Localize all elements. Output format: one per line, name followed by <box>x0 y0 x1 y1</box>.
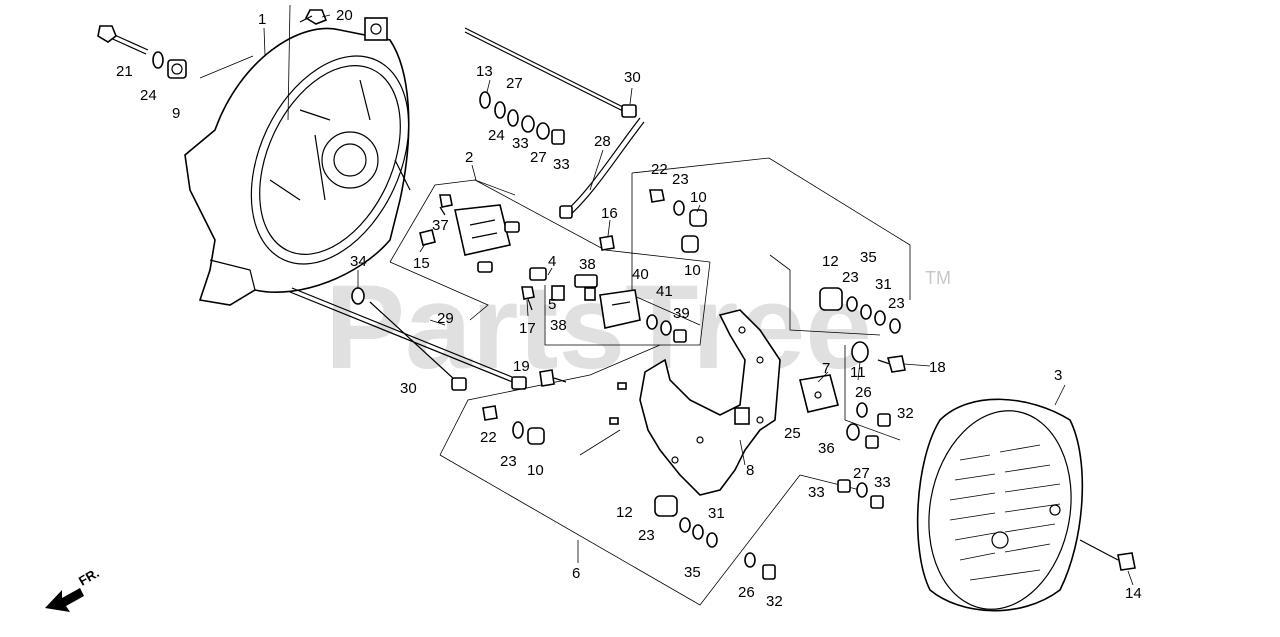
callout-label: 9 <box>172 105 180 122</box>
callout-label: 16 <box>601 205 618 222</box>
alternator-housing <box>184 17 411 306</box>
callout-label: 1 <box>258 11 266 28</box>
callout-label: 10 <box>684 262 701 279</box>
hardware-lower-left <box>482 405 545 445</box>
screw-19 <box>539 369 567 387</box>
callout-label: 22 <box>480 429 497 446</box>
front-direction-label: FR. <box>76 565 102 588</box>
through-bolt-upper <box>464 27 637 118</box>
washer-34 <box>351 287 365 305</box>
bolt-20 <box>299 9 328 25</box>
callout-label: 14 <box>1125 585 1142 602</box>
callout-label: 34 <box>350 253 367 270</box>
callout-label: 19 <box>513 358 530 375</box>
callout-label: 18 <box>929 359 946 376</box>
callout-label: 12 <box>616 504 633 521</box>
callout-label: 4 <box>548 253 556 270</box>
hardware-middle-right <box>846 402 891 449</box>
connector-block <box>419 194 520 273</box>
clip <box>609 417 619 425</box>
trademark-mark: TM <box>925 268 951 288</box>
bolt-21-assembly <box>97 25 187 79</box>
callout-label: 41 <box>656 283 673 300</box>
callout-label: 3 <box>1054 367 1062 384</box>
callout-label: 8 <box>746 462 754 479</box>
hardware-stack-upper <box>479 91 565 145</box>
callout-label: 17 <box>519 320 536 337</box>
mounting-bracket <box>639 309 781 496</box>
callout-label: 33 <box>874 474 891 491</box>
callout-label: 38 <box>550 317 567 334</box>
callout-label: 36 <box>818 440 835 457</box>
callout-label: 22 <box>651 161 668 178</box>
callout-label: 39 <box>673 305 690 322</box>
callout-label: 23 <box>638 527 655 544</box>
callout-label: 2 <box>465 149 473 166</box>
cable-tie <box>559 117 645 219</box>
callout-label: 15 <box>413 255 430 272</box>
callout-label: 5 <box>548 296 556 313</box>
callout-label: 20 <box>336 7 353 24</box>
callout-label: 31 <box>875 276 892 293</box>
callout-label: 13 <box>476 63 493 80</box>
callout-label: 27 <box>853 465 870 482</box>
front-direction-arrow: FR. <box>45 565 102 612</box>
callout-label: 33 <box>553 156 570 173</box>
hardware-lower-right <box>837 479 884 509</box>
callout-label: 12 <box>822 253 839 270</box>
callout-label: 32 <box>766 593 783 610</box>
callout-label: 6 <box>572 565 580 582</box>
callout-label: 37 <box>432 217 449 234</box>
callout-labels: 1 20 21 24 9 13 27 24 33 27 33 30 2 28 2… <box>116 7 1142 610</box>
callout-label: 23 <box>500 453 517 470</box>
callout-label: 24 <box>488 127 505 144</box>
callout-label: 31 <box>708 505 725 522</box>
callout-label: 23 <box>888 295 905 312</box>
terminal-assembly <box>521 267 687 343</box>
spacer <box>617 382 627 390</box>
callout-label: 35 <box>860 249 877 266</box>
leader-lines <box>199 4 1134 586</box>
callout-label: 11 <box>850 364 866 381</box>
callout-label: 27 <box>530 149 547 166</box>
callout-label: 30 <box>400 380 417 397</box>
callout-label: 27 <box>506 75 523 92</box>
callout-label: 23 <box>672 171 689 188</box>
callout-label: 30 <box>624 69 641 86</box>
callout-label: 10 <box>527 462 544 479</box>
callout-label: 26 <box>738 584 755 601</box>
hardware-stack-lower <box>654 495 776 580</box>
callout-label: 7 <box>822 360 830 377</box>
through-bolt-lower <box>289 287 527 391</box>
callout-label: 38 <box>579 256 596 273</box>
callout-label: 32 <box>897 405 914 422</box>
end-cover <box>916 398 1084 612</box>
plate-7 <box>799 374 839 413</box>
callout-label: 10 <box>690 189 707 206</box>
callout-label: 33 <box>808 484 825 501</box>
callout-label: 29 <box>437 310 454 327</box>
callout-label: 40 <box>632 266 649 283</box>
callout-label: 28 <box>594 133 611 150</box>
screw-14 <box>1079 539 1136 571</box>
callout-label: 24 <box>140 87 157 104</box>
hardware-stack-right <box>819 287 906 373</box>
callout-label: 21 <box>116 63 133 80</box>
callout-label: 23 <box>842 269 859 286</box>
callout-label: 33 <box>512 135 529 152</box>
callout-label: 35 <box>684 564 701 581</box>
callout-label: 25 <box>784 425 801 442</box>
callout-label: 26 <box>855 384 872 401</box>
